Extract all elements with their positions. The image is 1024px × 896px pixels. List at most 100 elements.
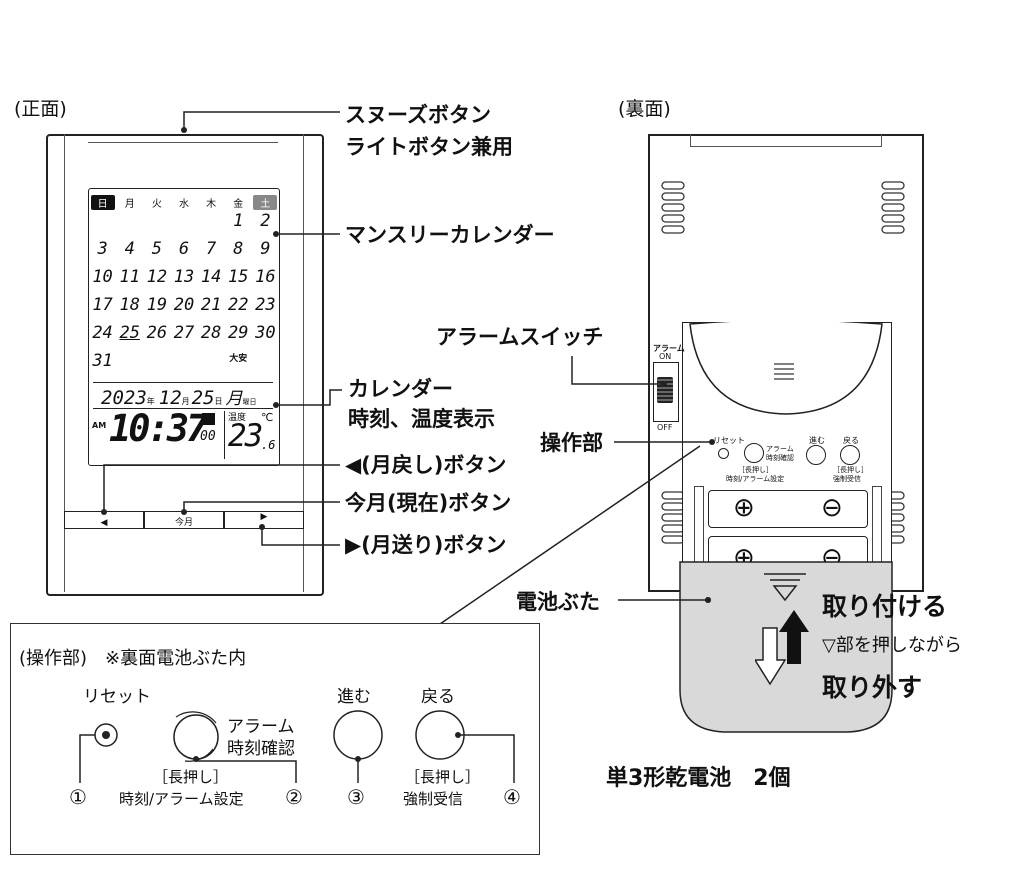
alarm-switch[interactable]: [653, 362, 679, 422]
this-month-button-label: 今月: [174, 518, 193, 528]
display-leader: [276, 389, 342, 406]
prev-month-label: ◀(月戻し)ボタン: [345, 453, 507, 477]
calendar-weekday-row: 日 月 火 水 木 金 土: [89, 195, 279, 210]
lcd-divider-3: [224, 411, 225, 459]
prev-leader: [103, 464, 340, 512]
panel-long-press-4: ［長押し］: [833, 466, 868, 474]
panel-alarm-check-label-1: アラーム: [766, 445, 794, 453]
next-month-label: ▶(月送り)ボタン: [345, 533, 507, 557]
remove-arrow-icon: [755, 627, 787, 686]
calendar-day: 31: [92, 351, 113, 371]
calendar-day: 10: [92, 267, 113, 287]
panel-forward-button[interactable]: [806, 445, 826, 465]
calendar-day: 11: [119, 267, 140, 287]
calendar-day: 23: [255, 295, 276, 315]
panel-back-label: 戻る: [843, 436, 859, 445]
weekday-sat: 土: [253, 195, 278, 210]
clock-icon: [202, 413, 215, 425]
vent-slot: [661, 181, 685, 190]
panel-back-button[interactable]: [840, 445, 860, 465]
panel-forward-label: 進む: [809, 436, 825, 445]
weekday-tue: 火: [151, 199, 162, 210]
snooze-leader: [183, 111, 340, 130]
vent-slot: [661, 214, 685, 223]
calendar-day: 24: [92, 323, 113, 343]
panel-forced-reception: 強制受信: [833, 475, 861, 483]
vent-slot: [881, 192, 905, 201]
calendar-day: 3: [97, 239, 108, 259]
detail-graphics: [79, 710, 515, 783]
this-month-label: 今月(現在)ボタン: [345, 491, 512, 515]
date-year: 2023: [101, 387, 147, 409]
detail-long-press-1: ［長押し］: [153, 768, 229, 786]
calendar-day: 9: [260, 239, 271, 259]
detail-alarm-label-2: 時刻確認: [227, 739, 295, 759]
calendar-day: 7: [206, 239, 217, 259]
detail-num-1: ①: [69, 785, 87, 809]
calendar-day: 19: [146, 295, 168, 315]
date-weekday-unit: 曜日: [242, 398, 257, 406]
cover-remove-text: 取り外す: [822, 673, 923, 702]
panel-reset-label: リセット: [713, 436, 745, 445]
panel-reset-button[interactable]: [718, 448, 729, 459]
vent-slot: [881, 203, 905, 212]
vent-slot: [881, 181, 905, 190]
lcd-divider-2: [93, 408, 273, 409]
calendar-day: 30: [255, 323, 276, 343]
detail-forced-reception: 強制受信: [403, 790, 464, 808]
next-month-button[interactable]: ▶: [224, 511, 304, 529]
panel-alarm-check-button[interactable]: [744, 443, 764, 463]
calendar-day: 16: [255, 267, 276, 287]
temperature-label: 温度: [228, 413, 247, 423]
alarm-switch-label: アラーム: [653, 344, 685, 353]
detail-title: (操作部) ※裏面電池ぶた内: [19, 648, 247, 669]
battery-spec-text: 単3形乾電池 2個: [606, 766, 791, 791]
cover-attach-text: 取り付ける: [822, 592, 948, 621]
vent-slot: [881, 225, 905, 234]
detail-time-alarm-set: 時刻/アラーム設定: [119, 790, 244, 808]
front-top-edge: [88, 134, 278, 143]
calendar-day: 14: [200, 267, 222, 287]
calendar-day: 5: [151, 239, 162, 259]
weekday-sun: 日: [90, 195, 115, 210]
panel-long-press-1: ［長押し］: [738, 466, 773, 474]
panel-time-alarm-set: 時刻/アラーム設定: [726, 475, 785, 483]
weekday-fri: 金: [233, 199, 244, 210]
calendar-day: 15: [228, 267, 249, 287]
vent-slot: [661, 192, 685, 201]
front-view-label: (正面): [14, 98, 67, 120]
date-month: 12: [158, 387, 182, 409]
detail-reset-label: リセット: [83, 687, 151, 707]
detail-long-press-4: ［長押し］: [405, 768, 481, 786]
detail-back-label: 戻る: [421, 687, 455, 707]
calendar-day: 12: [146, 267, 168, 287]
calendar-day: 28: [200, 323, 222, 343]
clock-ampm: AM: [92, 421, 107, 430]
detail-back-leader: [458, 734, 515, 783]
alarm-switch-on: ON: [659, 352, 672, 361]
detail-num-4: ④: [503, 785, 521, 809]
detail-num-3: ③: [347, 785, 365, 809]
calendar-day: 2: [260, 211, 271, 231]
calendar-day: 18: [119, 295, 140, 315]
weekday-thu: 木: [206, 199, 217, 210]
temperature-unit: ℃: [261, 411, 274, 424]
weekday-wed: 水: [178, 199, 189, 210]
calendar-day: 21: [200, 295, 222, 315]
alarm-switch-callout: アラームスイッチ: [436, 325, 604, 349]
battery-1: ⊕ ⊖: [708, 490, 868, 528]
display-label-1: カレンダー: [348, 377, 453, 401]
operation-detail-box: (操作部) ※裏面電池ぶた内 リセット アラーム 時刻確認 進む 戻る ［長押し…: [10, 623, 540, 855]
display-label-2: 時刻、温度表示: [348, 407, 495, 431]
detail-alarm-leader: [195, 759, 297, 783]
back-top-edge: [690, 134, 882, 147]
snooze-label-2: ライトボタン兼用: [345, 135, 513, 159]
back-view-label: (裏面): [618, 98, 671, 120]
temperature-value: 23: [228, 418, 263, 454]
snooze-label-1: スヌーズボタン: [345, 103, 491, 127]
clock-seconds: 00: [200, 429, 216, 444]
